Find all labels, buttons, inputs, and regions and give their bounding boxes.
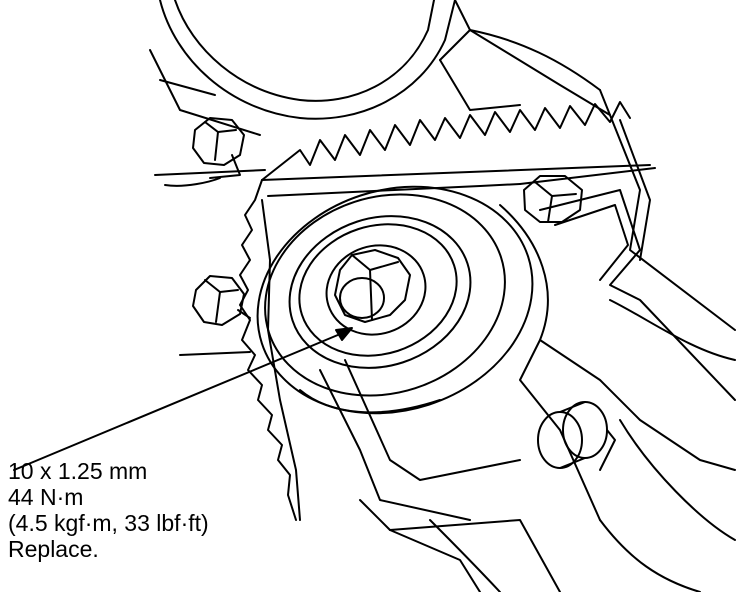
center-bolt	[334, 249, 411, 323]
dowel-collar	[537, 401, 616, 471]
right-bolt	[523, 175, 583, 223]
bolt-size-label: 10 x 1.25 mm	[8, 458, 148, 484]
lower-left-bolt	[192, 275, 251, 326]
callout-leader	[13, 327, 353, 471]
torque-alt-label: (4.5 kgf·m, 33 lbf·ft)	[8, 510, 209, 536]
replace-note: Replace.	[8, 536, 99, 562]
torque-nm-label: 44 N·m	[8, 484, 84, 510]
upper-pulley	[159, 0, 601, 120]
timing-belt	[239, 101, 651, 521]
tensioner-pulley	[256, 185, 534, 415]
upper-left-bolt	[192, 117, 245, 179]
engine-block-contours	[149, 29, 736, 592]
reference-lines	[179, 167, 656, 356]
torque-callout: 10 x 1.25 mm 44 N·m (4.5 kgf·m, 33 lbf·f…	[8, 458, 209, 562]
